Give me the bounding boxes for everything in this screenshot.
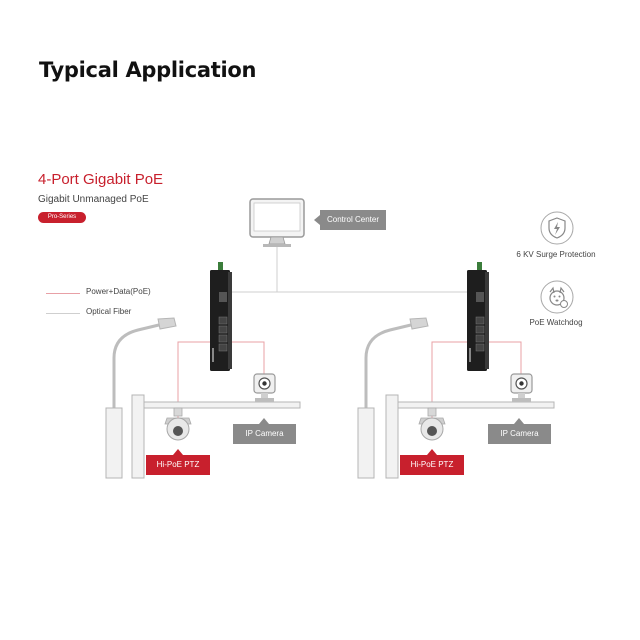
- callout-pointer: [173, 449, 183, 455]
- legend-poe: Power+Data(PoE): [46, 287, 176, 299]
- ip-camera-callout-left: IP Camera: [233, 418, 296, 444]
- fiber-line-left: [231, 246, 278, 293]
- product-subtitle: Gigabit Unmanaged PoE: [38, 194, 149, 205]
- legend-fiber: Optical Fiber: [46, 307, 176, 319]
- poe-line-swatch: [46, 293, 80, 294]
- control-center-callout: Control Center: [314, 210, 386, 230]
- street-pole-icon: [105, 317, 301, 479]
- poe-line-left-ptz: [177, 341, 210, 424]
- callout-pointer: [427, 449, 437, 455]
- watchdog-label: PoE Watchdog: [529, 318, 583, 327]
- poe-line-right-cam: [485, 341, 522, 376]
- ip-camera-icon: [253, 373, 276, 402]
- ptz-callout-right: Hi-PoE PTZ: [400, 449, 464, 475]
- poe-links: [177, 341, 522, 424]
- callout-pointer: [314, 215, 320, 225]
- ptz-callout-left: Hi-PoE PTZ: [146, 449, 210, 475]
- poe-line-right-ptz: [431, 341, 467, 424]
- ptz-label: Hi-PoE PTZ: [410, 460, 454, 469]
- callout-pointer: [259, 418, 269, 424]
- monitor-icon: [249, 198, 305, 247]
- fiber-line-swatch: [46, 313, 80, 314]
- surge-protection-label: 6 KV Surge Protection: [516, 250, 596, 259]
- ptz-label: Hi-PoE PTZ: [156, 460, 200, 469]
- ip-camera-callout-right: IP Camera: [488, 418, 551, 444]
- series-badge: Pro-Series: [38, 212, 86, 223]
- watchdog-icon: [540, 280, 574, 314]
- page-title: Typical Application: [39, 58, 257, 82]
- street-pole-icon: [357, 317, 555, 479]
- poe-switch-icon: [210, 262, 232, 371]
- callout-pointer: [514, 418, 524, 424]
- ip-camera-icon: [510, 373, 533, 402]
- poe-switch-icon: [467, 262, 489, 371]
- ip-camera-label: IP Camera: [500, 429, 539, 438]
- ptz-camera-icon: [164, 407, 192, 441]
- control-center-label: Control Center: [326, 215, 380, 224]
- legend-poe-label: Power+Data(PoE): [86, 287, 151, 296]
- fiber-links: [231, 246, 488, 293]
- ptz-camera-icon: [418, 407, 446, 441]
- poe-line-left-cam: [228, 341, 265, 376]
- legend-fiber-label: Optical Fiber: [86, 307, 132, 316]
- surge-protection-icon: [540, 211, 574, 245]
- ip-camera-label: IP Camera: [245, 429, 284, 438]
- product-title: 4-Port Gigabit PoE: [38, 171, 164, 188]
